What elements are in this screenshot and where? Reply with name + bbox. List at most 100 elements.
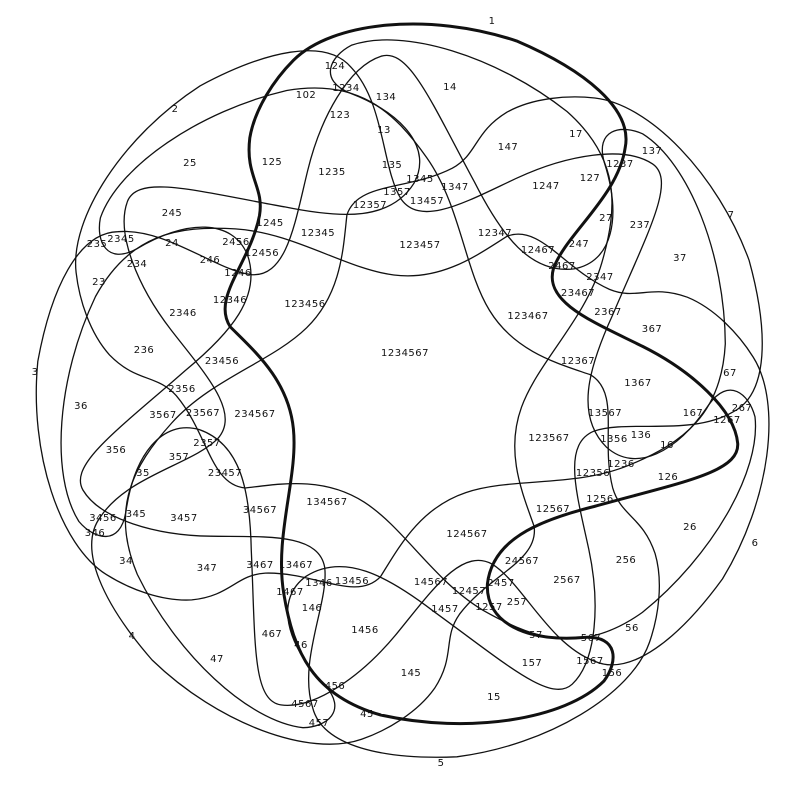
region-label: 3456 xyxy=(89,513,117,524)
region-label: 2467 xyxy=(548,261,576,272)
region-label: 156 xyxy=(601,668,623,679)
region-label: 34 xyxy=(119,556,133,567)
set-5-curve xyxy=(91,39,613,745)
region-label: 12457 xyxy=(451,586,487,597)
region-label: 1246 xyxy=(224,268,252,279)
region-label: 2346 xyxy=(169,308,197,319)
region-label: 2356 xyxy=(168,384,196,395)
region-label: 123567 xyxy=(528,433,570,444)
region-label: 467 xyxy=(261,629,283,640)
region-label: 123 xyxy=(329,110,351,121)
region-label: 6 xyxy=(751,538,759,549)
region-label: 102 xyxy=(295,90,317,101)
region-label: 12467 xyxy=(520,245,556,256)
region-label: 237 xyxy=(629,220,651,231)
region-label: 367 xyxy=(641,324,663,335)
set-3-curve xyxy=(60,227,770,706)
region-label: 12567 xyxy=(535,504,571,515)
set-4-curve xyxy=(79,87,660,758)
region-label: 1236 xyxy=(607,459,635,470)
region-label: 346 xyxy=(84,528,106,539)
region-label: 2 xyxy=(171,104,179,115)
region-label: 256 xyxy=(615,555,637,566)
region-label: 3457 xyxy=(170,513,198,524)
region-label: 1256 xyxy=(586,494,614,505)
region-label: 135 xyxy=(381,160,403,171)
set-6-curve xyxy=(35,54,726,601)
region-label: 12357 xyxy=(352,200,388,211)
region-label: 23567 xyxy=(185,408,221,419)
region-label: 123457 xyxy=(399,240,441,251)
region-label: 457 xyxy=(308,718,330,729)
region-label: 235 xyxy=(86,239,108,250)
region-label: 13456 xyxy=(334,576,370,587)
region-label: 1234 xyxy=(332,83,360,94)
region-label: 345 xyxy=(125,509,147,520)
region-label: 45 xyxy=(360,709,374,720)
region-label: 3 xyxy=(31,367,39,378)
region-label: 24 xyxy=(165,238,179,249)
region-label: 23467 xyxy=(560,288,596,299)
region-label: 145 xyxy=(400,668,422,679)
region-label: 246 xyxy=(199,255,221,266)
region-label: 4567 xyxy=(291,699,319,710)
region-label: 1567 xyxy=(576,656,604,667)
region-label: 137 xyxy=(641,146,663,157)
region-label: 123456 xyxy=(284,299,326,310)
region-label: 124 xyxy=(324,61,346,72)
region-label: 2357 xyxy=(193,438,221,449)
region-label: 7 xyxy=(727,210,735,221)
region-label: 127 xyxy=(579,173,601,184)
region-label: 46 xyxy=(294,640,308,651)
region-label: 234 xyxy=(126,259,148,270)
region-label: 3467 xyxy=(246,560,274,571)
region-label: 1345 xyxy=(406,174,434,185)
region-label: 14 xyxy=(443,82,457,93)
region-label: 124567 xyxy=(446,529,488,540)
region-label: 12345 xyxy=(300,228,336,239)
region-label: 1234567 xyxy=(380,348,430,359)
region-label: 23 xyxy=(92,277,106,288)
region-label: 23457 xyxy=(207,468,243,479)
region-label: 134 xyxy=(375,92,397,103)
region-label: 1237 xyxy=(606,159,634,170)
region-label: 1457 xyxy=(431,604,459,615)
region-label: 1346 xyxy=(305,578,333,589)
region-label: 36 xyxy=(74,401,88,412)
region-label: 14567 xyxy=(413,577,449,588)
region-label: 125 xyxy=(261,157,283,168)
region-label: 356 xyxy=(105,445,127,456)
region-label: 13567 xyxy=(587,408,623,419)
region-label: 4 xyxy=(128,631,136,642)
region-label: 2456 xyxy=(222,237,250,248)
region-label: 1267 xyxy=(713,415,741,426)
region-label: 267 xyxy=(731,403,753,414)
set-1-curve xyxy=(223,22,740,726)
region-label: 12356 xyxy=(575,468,611,479)
region-label: 2345 xyxy=(107,234,135,245)
region-label: 24567 xyxy=(504,556,540,567)
region-label: 123467 xyxy=(507,311,549,322)
region-label: 2567 xyxy=(553,575,581,586)
region-label: 37 xyxy=(673,253,687,264)
region-label: 146 xyxy=(301,603,323,614)
region-label: 245 xyxy=(161,208,183,219)
region-label: 27 xyxy=(599,213,613,224)
region-label: 567 xyxy=(580,633,602,644)
region-label: 247 xyxy=(568,239,590,250)
region-label: 257 xyxy=(506,597,528,608)
region-label: 1347 xyxy=(441,182,469,193)
region-label: 1357 xyxy=(383,187,411,198)
region-label: 23456 xyxy=(204,356,240,367)
region-label: 126 xyxy=(657,472,679,483)
region-label: 1367 xyxy=(624,378,652,389)
region-label: 12367 xyxy=(560,356,596,367)
set-7-curve xyxy=(74,50,757,640)
region-label: 136 xyxy=(630,430,652,441)
region-label: 16 xyxy=(660,440,674,451)
region-label: 1247 xyxy=(532,181,560,192)
region-label: 56 xyxy=(625,623,639,634)
region-label: 5 xyxy=(437,758,445,769)
region-label: 13467 xyxy=(278,560,314,571)
